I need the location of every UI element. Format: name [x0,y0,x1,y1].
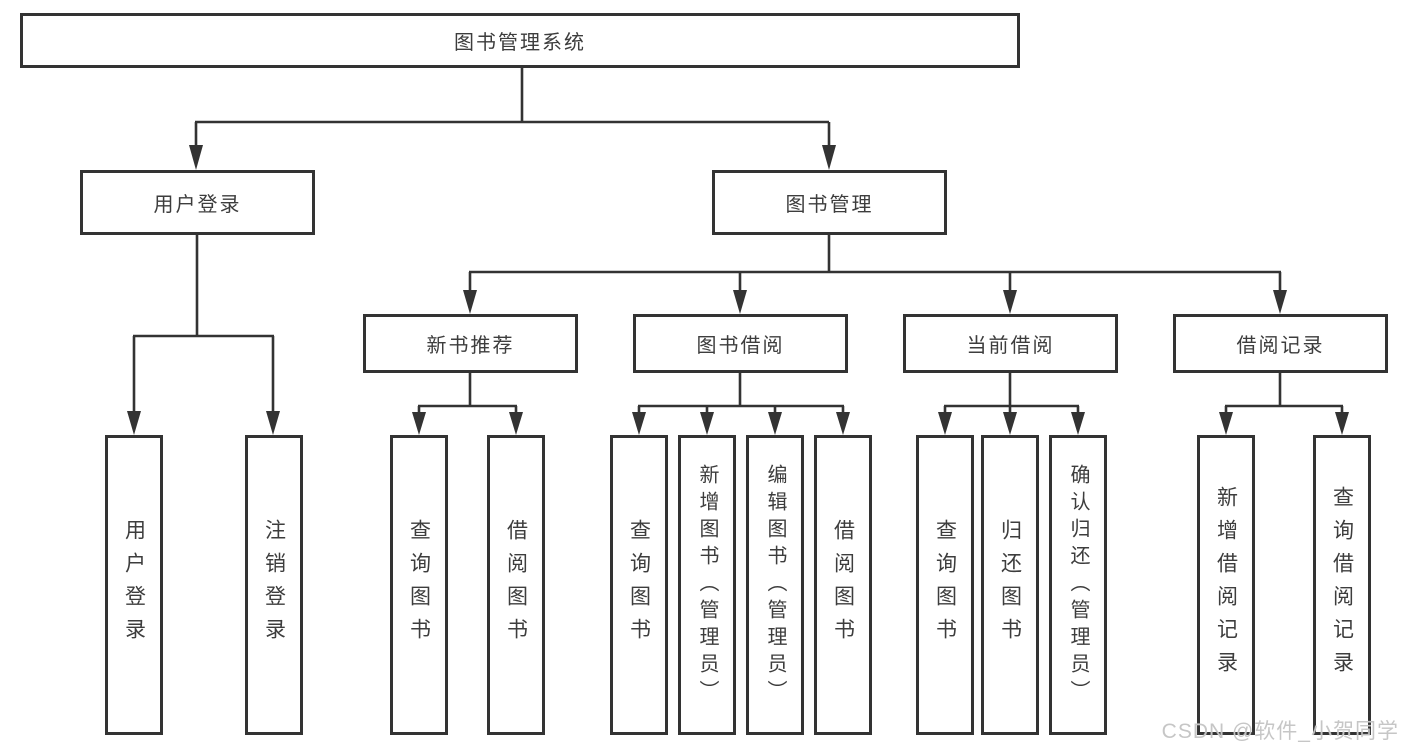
node-user-login-branch: 用户登录 [80,170,315,235]
node-current-borrow: 当前借阅 [903,314,1118,373]
leaf-borrow-books: 借阅图书 [814,435,872,735]
node-new-book-recommend: 新书推荐 [363,314,578,373]
leaf-label: 查询图书 [627,519,651,651]
arrowhead-icons [127,145,1349,435]
leaf-label: 借阅图书 [831,519,855,651]
csdn-watermark: CSDN @软件_小贺同学 [1161,720,1399,743]
leaf-borrow-books-recommend: 借阅图书 [487,435,545,735]
leaf-add-borrow-record: 新增借阅记录 [1197,435,1255,735]
node-label: 借阅记录 [1236,335,1325,357]
node-label: 图书借阅 [696,335,785,357]
leaf-label: 归还图书 [998,519,1022,651]
leaf-query-books-current: 查询图书 [916,435,974,735]
node-label: 当前借阅 [966,335,1055,357]
node-book-management-system: 图书管理系统 [20,13,1020,68]
leaf-edit-books-admin: 编辑图书（管理员） [746,435,804,735]
leaf-add-books-admin: 新增图书（管理员） [678,435,736,735]
leaf-label: 查询图书 [407,519,431,651]
leaf-label: 编辑图书（管理员） [764,463,786,707]
leaf-query-books-recommend: 查询图书 [390,435,448,735]
node-label: 图书管理系统 [454,32,586,54]
node-borrow-records: 借阅记录 [1173,314,1388,373]
node-label: 用户登录 [153,194,242,216]
node-book-borrow: 图书借阅 [633,314,848,373]
leaf-label: 注销登录 [262,519,286,651]
node-label: 新书推荐 [426,335,515,357]
leaf-label: 借阅图书 [504,519,528,651]
leaf-label: 新增借阅记录 [1214,486,1238,684]
node-book-management-branch: 图书管理 [712,170,947,235]
leaf-confirm-return-admin: 确认归还（管理员） [1049,435,1107,735]
node-label: 图书管理 [785,194,874,216]
leaf-label: 查询借阅记录 [1330,486,1354,684]
leaf-label: 新增图书（管理员） [696,463,718,707]
leaf-label: 确认归还（管理员） [1067,463,1089,707]
leaf-label: 用户登录 [122,519,146,651]
leaf-logout: 注销登录 [245,435,303,735]
leaf-query-borrow-record: 查询借阅记录 [1313,435,1371,735]
leaf-return-books: 归还图书 [981,435,1039,735]
leaf-label: 查询图书 [933,519,957,651]
leaf-user-login: 用户登录 [105,435,163,735]
leaf-query-books-borrow: 查询图书 [610,435,668,735]
